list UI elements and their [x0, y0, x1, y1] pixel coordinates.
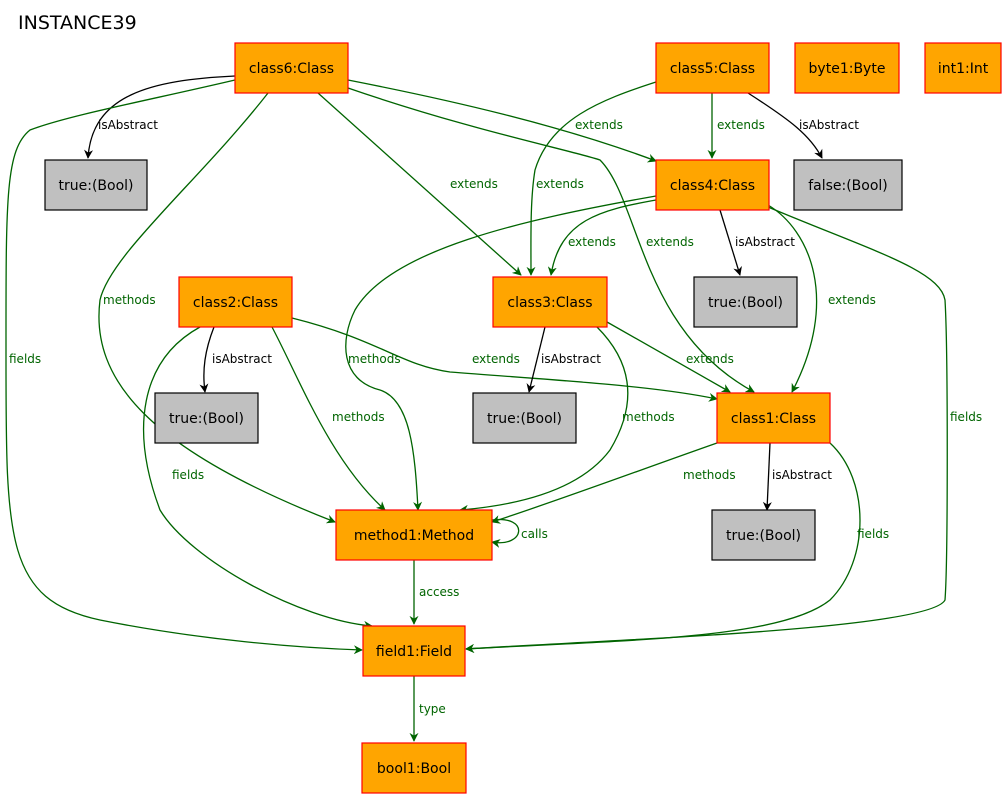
label-class5-isabstract: isAbstract	[799, 118, 859, 132]
label-class3-extends-class1: extends	[686, 352, 734, 366]
label-class3-methods: methods	[622, 410, 675, 424]
edge-method1-calls	[491, 518, 520, 548]
label-method1-calls: calls	[521, 527, 548, 541]
edge-class1-isabstract	[762, 442, 772, 511]
edge-class1-methods	[491, 442, 718, 524]
node-true-class1[interactable]: true:(Bool)	[711, 509, 816, 561]
node-class2[interactable]: class2:Class	[178, 276, 293, 328]
node-class3[interactable]: class3:Class	[492, 276, 608, 328]
node-field1[interactable]: field1:Field	[362, 625, 466, 677]
node-class2-label: class2:Class	[193, 295, 278, 311]
node-bool1[interactable]: bool1:Bool	[361, 742, 467, 794]
label-class1-fields: fields	[857, 527, 889, 541]
label-class6-extends-class1: extends	[646, 235, 694, 249]
edge-class5-isabstract	[747, 92, 823, 159]
label-class5-extends-class3: extends	[536, 177, 584, 191]
edge-class4-extends-class1	[767, 204, 818, 393]
edge-class6-extends-class3	[317, 92, 522, 276]
label-class6-extends-class3: extends	[450, 177, 498, 191]
node-int1[interactable]: int1:Int	[924, 42, 1002, 94]
node-byte1[interactable]: byte1:Byte	[794, 42, 900, 94]
edge-class3-isabstract	[526, 326, 546, 393]
node-true-class4[interactable]: true:(Bool)	[693, 276, 798, 328]
node-int1-label: int1:Int	[938, 61, 989, 77]
label-class5-extends-class4: extends	[717, 118, 765, 132]
edge-class5-extends-class3	[526, 81, 657, 276]
edge-class2-isabstract	[199, 326, 215, 393]
node-true-class6-label: true:(Bool)	[59, 178, 134, 194]
node-class5[interactable]: class5:Class	[655, 42, 770, 94]
edge-class3-extends-class1	[606, 321, 731, 393]
node-true-class6[interactable]: true:(Bool)	[44, 159, 148, 211]
node-class3-label: class3:Class	[507, 295, 592, 311]
label-field1-type: type	[419, 702, 446, 716]
edge-class6-extends-class4	[347, 79, 657, 163]
node-class6[interactable]: class6:Class	[234, 42, 349, 94]
edge-class6-methods	[98, 92, 336, 524]
label-class6-methods: methods	[103, 293, 156, 307]
edge-class4-isabstract	[719, 209, 742, 276]
label-class3-isabstract: isAbstract	[541, 352, 601, 366]
edge-class6-fields	[5, 79, 363, 655]
label-class4-isabstract: isAbstract	[735, 235, 795, 249]
node-class4[interactable]: class4:Class	[655, 159, 770, 211]
node-true-class1-label: true:(Bool)	[726, 528, 801, 544]
edge-class2-fields	[143, 326, 373, 630]
node-true-class4-label: true:(Bool)	[708, 295, 783, 311]
label-class2-methods: methods	[332, 410, 385, 424]
node-true-class2[interactable]: true:(Bool)	[154, 392, 259, 444]
node-class1-label: class1:Class	[731, 411, 816, 427]
node-class4-label: class4:Class	[670, 178, 755, 194]
edge-class1-fields	[465, 442, 861, 654]
node-byte1-label: byte1:Byte	[809, 61, 886, 77]
label-class6-fields: fields	[9, 352, 41, 366]
label-method1-access: access	[419, 585, 459, 599]
label-class1-isabstract: isAbstract	[772, 468, 832, 482]
node-true-class3-label: true:(Bool)	[487, 411, 562, 427]
node-method1-label: method1:Method	[354, 528, 474, 544]
node-method1[interactable]: method1:Method	[335, 509, 493, 561]
label-class4-extends-class3: extends	[568, 235, 616, 249]
edge-class2-methods	[271, 326, 386, 511]
edge-class4-methods	[345, 195, 657, 511]
edge-class3-methods	[459, 326, 629, 514]
label-class1-methods: methods	[683, 468, 736, 482]
label-class4-extends-class1: extends	[828, 293, 876, 307]
node-bool1-label: bool1:Bool	[377, 761, 451, 777]
node-false-class5[interactable]: false:(Bool)	[793, 159, 903, 211]
edge-class2-extends-class1	[291, 317, 718, 402]
edge-class4-extends-class3	[547, 199, 657, 276]
label-class2-extends-class1: extends	[472, 352, 520, 366]
label-class4-methods: methods	[348, 352, 401, 366]
node-false-class5-label: false:(Bool)	[808, 178, 888, 194]
label-class6-extends-class4: extends	[575, 118, 623, 132]
node-field1-label: field1:Field	[376, 644, 452, 660]
node-true-class3[interactable]: true:(Bool)	[472, 392, 577, 444]
diagram-title: INSTANCE39	[18, 12, 137, 34]
edge-class6-isabstract	[84, 75, 236, 159]
label-class4-fields: fields	[950, 410, 982, 424]
edge-class6-extends-class1	[347, 87, 755, 393]
node-class5-label: class5:Class	[670, 61, 755, 77]
node-class6-label: class6:Class	[249, 61, 334, 77]
label-class2-isabstract: isAbstract	[212, 352, 272, 366]
label-class6-isabstract: isAbstract	[98, 118, 158, 132]
node-true-class2-label: true:(Bool)	[169, 411, 244, 427]
label-class2-fields: fields	[172, 468, 204, 482]
node-class1[interactable]: class1:Class	[716, 392, 831, 444]
